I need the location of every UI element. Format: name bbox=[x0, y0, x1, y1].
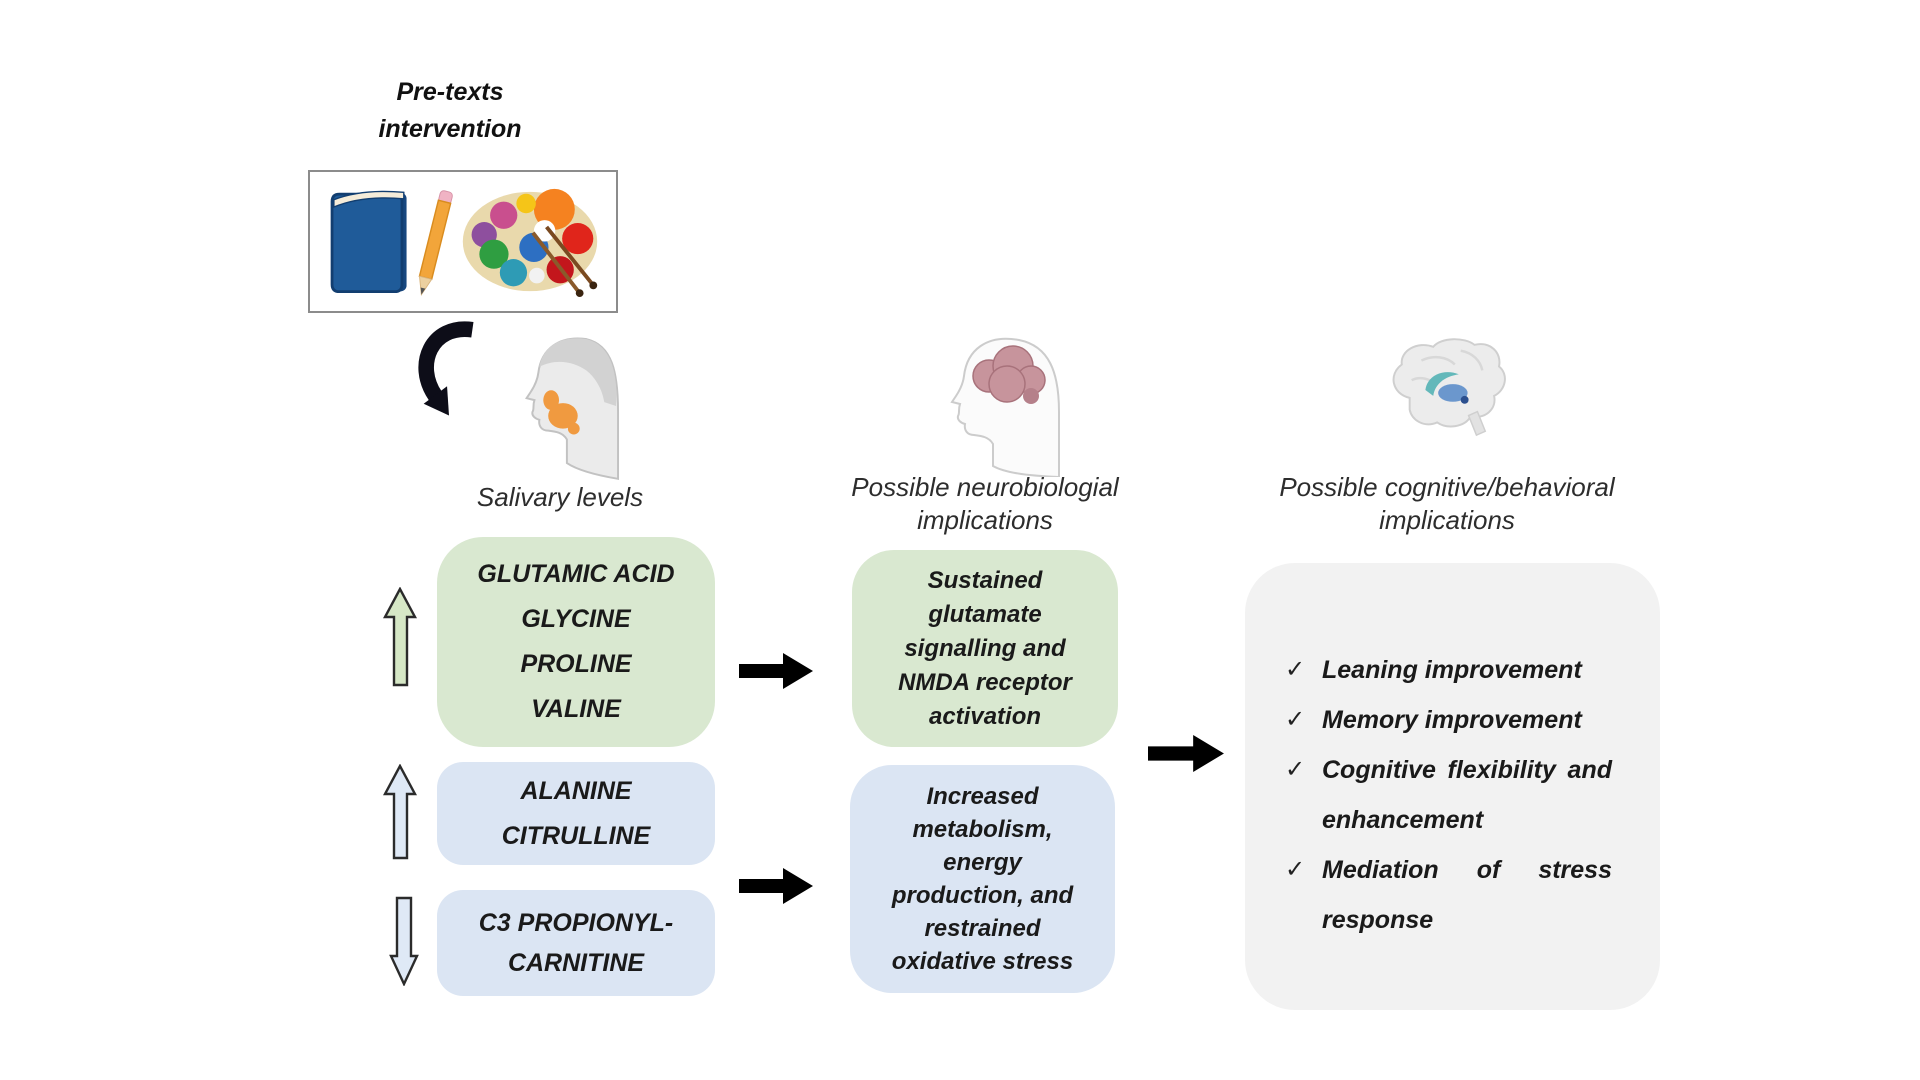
box-line: signalling and bbox=[904, 634, 1066, 662]
curved-arrow-icon bbox=[410, 320, 488, 432]
list-item-text: Memory improvement bbox=[1322, 706, 1582, 734]
down-arrow-blue-icon bbox=[389, 896, 419, 986]
list-item-text: Leaning improvement bbox=[1322, 656, 1582, 684]
box-line: oxidative stress bbox=[891, 948, 1074, 975]
check-icon: ✓ bbox=[1285, 856, 1306, 883]
check-icon: ✓ bbox=[1285, 756, 1306, 783]
cognitive-heading-line1: Possible cognitive/behavioral bbox=[1279, 472, 1615, 502]
figure-title-line1: Pre-texts bbox=[396, 78, 504, 106]
increased-metabolism-box: Increased metabolism, energy production,… bbox=[850, 765, 1115, 993]
box-line: CARNITINE bbox=[507, 949, 645, 977]
box-line: energy bbox=[943, 849, 1022, 876]
box-line: Increased bbox=[926, 783, 1039, 810]
neurobiological-heading: Possible neurobiologial implications bbox=[825, 471, 1145, 537]
list-item-text: Cognitive flexibility and bbox=[1322, 756, 1612, 784]
list-item-text: response bbox=[1322, 906, 1434, 934]
figure-title-line2: intervention bbox=[378, 115, 522, 143]
cognitive-implications-box: ✓ Leaning improvement ✓ Memory improveme… bbox=[1245, 563, 1660, 1010]
box-line: VALINE bbox=[531, 695, 621, 723]
list-item-text: Mediation of stress bbox=[1322, 856, 1612, 884]
list-item: ✓ Mediation of stress response bbox=[1285, 845, 1612, 945]
up-arrow-blue-icon bbox=[383, 764, 417, 860]
cognitive-heading-line2: implications bbox=[1379, 505, 1515, 535]
list-item: ✓ Leaning improvement bbox=[1285, 645, 1612, 695]
amino-acids-box: GLUTAMIC ACID GLYCINE PROLINE VALINE bbox=[437, 537, 715, 747]
neurobiological-heading-line1: Possible neurobiologial bbox=[851, 472, 1119, 502]
list-item-text: enhancement bbox=[1322, 806, 1484, 834]
list-item: ✓ Cognitive flexibility and enhancement bbox=[1285, 745, 1612, 845]
box-line: CITRULLINE bbox=[501, 821, 651, 850]
box-line: ALANINE bbox=[520, 776, 632, 805]
right-arrow-bottom-icon bbox=[739, 866, 815, 906]
box-line: restrained bbox=[924, 915, 1041, 942]
head-salivary-glands-icon bbox=[502, 333, 620, 481]
box-line: NMDA receptor bbox=[898, 668, 1072, 696]
box-line: C3 PROPIONYL- bbox=[478, 909, 674, 937]
check-icon: ✓ bbox=[1285, 656, 1306, 683]
salivary-levels-heading: Salivary levels bbox=[476, 482, 644, 512]
box-line: metabolism, bbox=[912, 816, 1053, 843]
box-line: GLUTAMIC ACID bbox=[477, 560, 675, 588]
check-icon: ✓ bbox=[1285, 706, 1306, 733]
pencil-icon bbox=[405, 182, 462, 302]
carnitine-box: C3 PROPIONYL- CARNITINE bbox=[437, 890, 715, 996]
box-line: production, and bbox=[891, 882, 1074, 909]
cognitive-heading: Possible cognitive/behavioral implicatio… bbox=[1257, 471, 1637, 537]
right-arrow-large-icon bbox=[1148, 731, 1226, 776]
box-line: Sustained bbox=[927, 566, 1043, 594]
sustained-glutamate-box: Sustained glutamate signalling and NMDA … bbox=[852, 550, 1118, 747]
head-brain-icon bbox=[922, 332, 1064, 477]
brain-icon bbox=[1382, 337, 1510, 445]
box-line: glutamate bbox=[928, 600, 1042, 628]
box-line: activation bbox=[928, 702, 1042, 730]
paint-palette-icon bbox=[455, 186, 605, 298]
box-line: GLYCINE bbox=[521, 605, 631, 633]
alanine-citrulline-box: ALANINE CITRULLINE bbox=[437, 762, 715, 865]
intervention-image-box bbox=[308, 170, 618, 313]
up-arrow-green-icon bbox=[383, 587, 417, 687]
list-item: ✓ Memory improvement bbox=[1285, 695, 1612, 745]
neurobiological-heading-line2: implications bbox=[917, 505, 1053, 535]
right-arrow-top-icon bbox=[739, 651, 815, 691]
book-icon bbox=[321, 183, 413, 301]
box-line: PROLINE bbox=[520, 650, 632, 678]
figure-title: Pre-texts intervention bbox=[330, 74, 570, 148]
